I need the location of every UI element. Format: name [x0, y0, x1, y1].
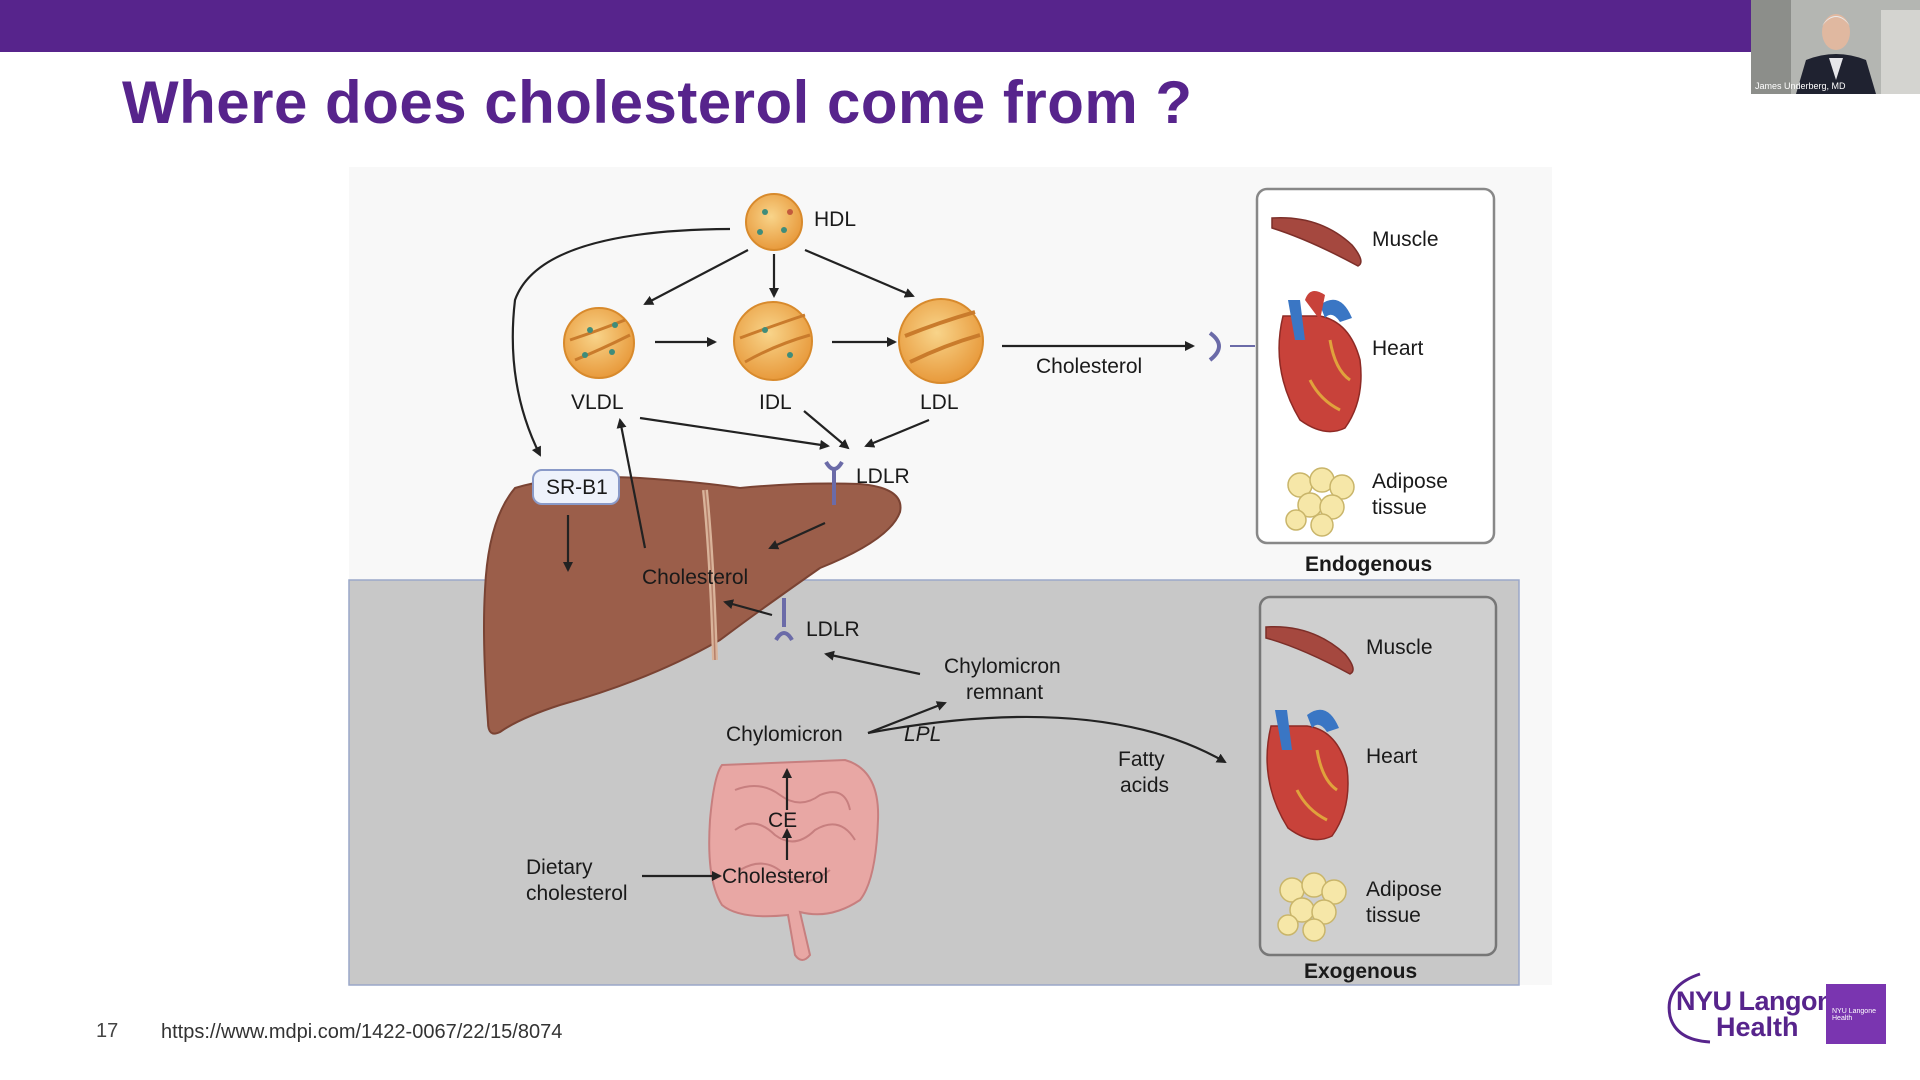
idl-label: IDL: [759, 391, 792, 414]
endogenous-adipose-label-line1: Adipose: [1372, 470, 1448, 493]
fatty-acids-label-line2: acids: [1120, 774, 1169, 797]
endogenous-tissue-box: [1255, 187, 1496, 545]
slide-title: Where does cholesterol come from ?: [122, 69, 1193, 136]
fatty-acids-label-line1: Fatty: [1118, 748, 1165, 771]
gut-cholesterol-label: Cholesterol: [722, 865, 828, 888]
heart-icon: [1278, 291, 1362, 433]
srb1-label: SR-B1: [546, 476, 608, 499]
ldlr-liver-bottom-label: LDLR: [806, 618, 860, 641]
hdl-label: HDL: [814, 208, 856, 231]
liver-icon: [483, 476, 902, 735]
lpl-label: LPL: [904, 723, 941, 746]
source-url[interactable]: https://www.mdpi.com/1422-0067/22/15/807…: [161, 1021, 563, 1043]
participant-video-tile[interactable]: James Underberg, MD: [1751, 0, 1920, 94]
dietary-cholesterol-label-line1: Dietary: [526, 856, 593, 879]
participant-portrait-icon: [1751, 0, 1920, 94]
vldl-label: VLDL: [571, 391, 624, 414]
exogenous-adipose-label-line1: Adipose: [1366, 878, 1442, 901]
intestine-icon: [708, 758, 880, 961]
muscle-icon: [1271, 216, 1362, 267]
chylomicron-remnant-label-line1: Chylomicron: [944, 655, 1061, 678]
endogenous-muscle-label: Muscle: [1372, 228, 1439, 251]
liver-cholesterol-label: Cholesterol: [642, 566, 748, 589]
receptor-icon: [774, 331, 1255, 642]
exogenous-adipose-label-line2: tissue: [1366, 904, 1421, 927]
lipoprotein-particle-icon: [563, 193, 984, 384]
logo-text-line1: NYU Langone: [1676, 986, 1848, 1016]
participant-name: James Underberg, MD: [1755, 81, 1846, 91]
srb1-receptor-badge: [532, 469, 620, 505]
exogenous-heart-label: Heart: [1366, 745, 1418, 768]
ldl-label: LDL: [920, 391, 959, 414]
chylomicron-label: Chylomicron: [726, 723, 843, 746]
diagram-background: [349, 167, 1552, 985]
chylomicron-remnant-label-line2: remnant: [966, 681, 1043, 704]
exogenous-tissue-box: [1258, 595, 1498, 957]
adipose-tissue-icon: [1285, 467, 1355, 537]
exogenous-muscle-label: Muscle: [1366, 636, 1433, 659]
muscle-icon: [1265, 625, 1354, 675]
logo-text-line2: Health: [1716, 1012, 1799, 1042]
ldlr-liver-top-label: LDLR: [856, 465, 910, 488]
logo-badge-text: NYU Langone Health: [1832, 1008, 1876, 1022]
exogenous-caption: Exogenous: [1304, 960, 1417, 983]
heart-icon: [1266, 709, 1349, 841]
exogenous-region: [348, 579, 1520, 986]
logo-badge: NYU Langone Health: [1826, 984, 1886, 1044]
endogenous-adipose-label-line2: tissue: [1372, 496, 1427, 519]
logo-swoosh-icon: [1667, 972, 1711, 1044]
endogenous-caption: Endogenous: [1305, 553, 1432, 576]
nyu-langone-logo: NYU Langone Health NYU Langone Health: [1660, 968, 1910, 1048]
dietary-cholesterol-label-line2: cholesterol: [526, 882, 628, 905]
endogenous-heart-label: Heart: [1372, 337, 1424, 360]
header-bar: [0, 0, 1920, 52]
ce-label: CE: [768, 809, 797, 832]
adipose-tissue-icon: [1277, 872, 1347, 942]
page-number: 17: [96, 1020, 119, 1042]
cholesterol-transport-label: Cholesterol: [1036, 355, 1142, 378]
